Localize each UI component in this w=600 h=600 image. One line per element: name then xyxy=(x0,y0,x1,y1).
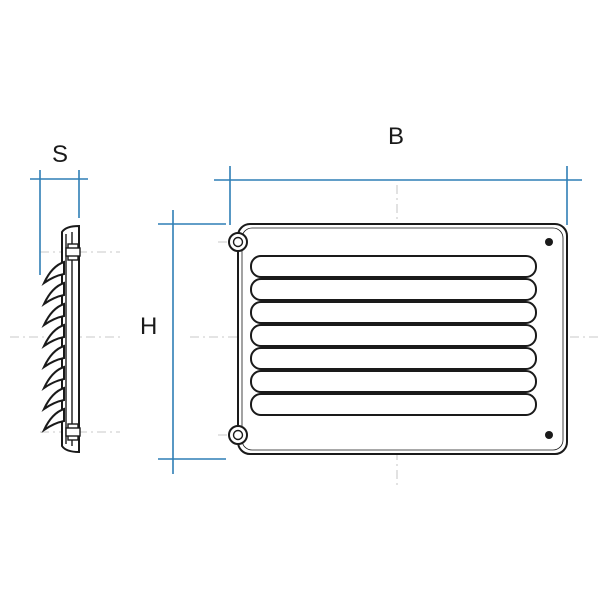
front-louver xyxy=(250,324,537,347)
dimension-s-label: S xyxy=(52,141,68,168)
front-plate-inner-edge xyxy=(241,227,564,451)
front-louver xyxy=(250,393,537,416)
side-blade xyxy=(41,344,65,370)
side-blade xyxy=(41,407,65,433)
front-louvers xyxy=(250,255,537,416)
side-blade xyxy=(41,365,65,391)
front-mounting-holes xyxy=(228,232,248,445)
dimension-h: H xyxy=(140,210,226,474)
side-blade xyxy=(41,302,65,328)
screw-dot-icon xyxy=(545,238,553,246)
side-view xyxy=(41,224,81,454)
mounting-hole-inner-icon xyxy=(232,236,244,248)
dimension-h-label: H xyxy=(140,313,157,340)
side-blade xyxy=(41,386,65,412)
dimension-b: B xyxy=(214,123,582,225)
front-screw-dots xyxy=(545,238,553,439)
side-blade xyxy=(41,323,65,349)
front-louver xyxy=(250,370,537,393)
screw-dot-icon xyxy=(545,431,553,439)
dimension-b-label: B xyxy=(388,123,404,150)
dimension-s: S xyxy=(30,141,88,275)
front-louver xyxy=(250,301,537,324)
side-blade xyxy=(41,260,65,286)
bolt-icon xyxy=(65,247,81,257)
bolt-icon xyxy=(65,427,81,437)
front-louver xyxy=(250,278,537,301)
front-view xyxy=(228,223,568,455)
mounting-hole-inner-icon xyxy=(232,429,244,441)
front-louver xyxy=(250,255,537,278)
front-louver xyxy=(250,347,537,370)
side-blades xyxy=(41,260,65,433)
side-bolts xyxy=(65,243,81,441)
side-blade xyxy=(41,281,65,307)
